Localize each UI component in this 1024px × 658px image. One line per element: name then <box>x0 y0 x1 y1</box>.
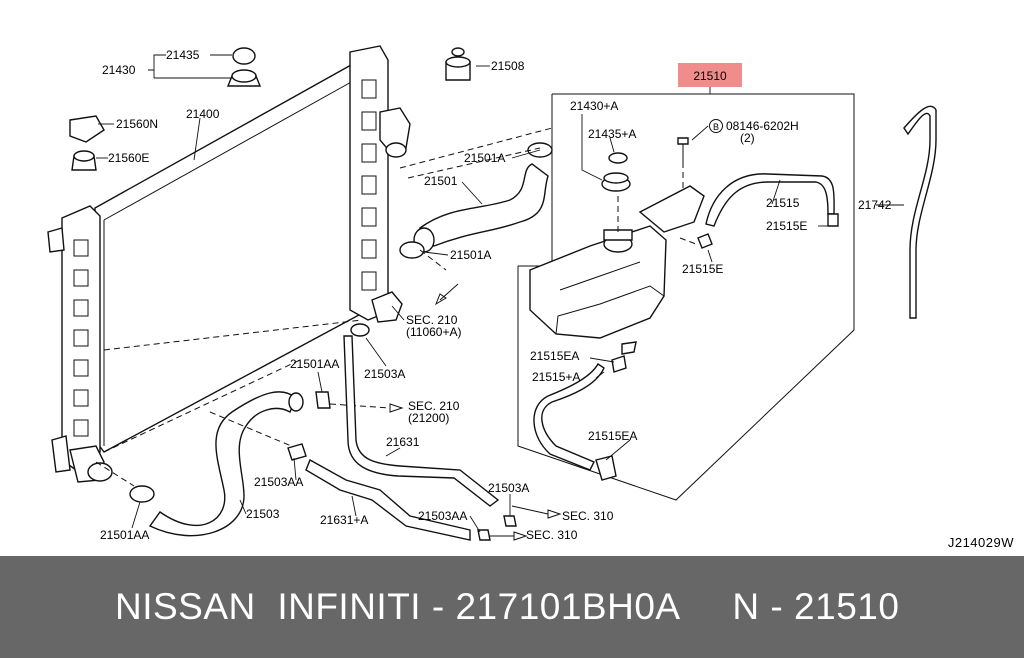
highlighted-part-marker <box>678 63 742 87</box>
label-21515ea-lower: 21515EA <box>588 429 637 443</box>
upper-hose <box>399 127 553 306</box>
diagram-code: J214029W <box>948 535 1014 550</box>
label-sec310-b: SEC. 310 <box>526 528 578 542</box>
bolt-symbol-circle <box>709 119 723 133</box>
label-21430: 21430 <box>102 63 136 77</box>
label-sec210-a: SEC. 210 <box>406 313 458 327</box>
label-21501aa-lower: 21501AA <box>100 528 149 542</box>
label-21560n: 21560N <box>116 117 158 131</box>
label-21400: 21400 <box>186 107 220 121</box>
label-21560e: 21560E <box>108 151 149 165</box>
label-sec310-a: SEC. 310 <box>562 509 614 523</box>
label-21515ea-upper: 21515EA <box>530 349 579 363</box>
hose-21742 <box>903 105 937 319</box>
reservoir-assembly <box>517 63 855 501</box>
label-21508: 21508 <box>491 59 525 73</box>
label-21503aa-right: 21503AA <box>418 509 467 523</box>
label-21631: 21631 <box>386 435 420 449</box>
overflow-pipes <box>287 323 562 541</box>
label-21435: 21435 <box>166 48 200 62</box>
label-21515: 21515 <box>766 196 800 210</box>
label-21515e-right: 21515E <box>766 219 807 233</box>
leader-lines <box>96 54 904 533</box>
radiator <box>47 45 471 483</box>
lower-hose <box>95 391 404 537</box>
label-21515a: 21515+A <box>532 370 580 384</box>
label-08146-6202h: 08146-6202H <box>726 119 799 133</box>
label-21510: 21510 <box>693 69 727 83</box>
label-21503a-upper: 21503A <box>364 367 405 381</box>
label-21501: 21501 <box>424 174 458 188</box>
label-08146-qty: (2) <box>740 131 755 145</box>
bolt-symbol: B <box>713 122 719 132</box>
label-21503: 21503 <box>246 507 280 521</box>
label-21631a: 21631+A <box>320 513 368 527</box>
label-21501a-lower: 21501A <box>450 248 491 262</box>
label-21515e-left: 21515E <box>682 262 723 276</box>
part-labels: 21435 21430 21508 21400 21560N 21560E 21… <box>100 48 1014 550</box>
label-21742: 21742 <box>858 198 892 212</box>
part-number-footer: NISSAN INFINITI - 217101BH0A N - 21510 <box>0 556 1024 658</box>
label-21430a: 21430+A <box>570 99 618 113</box>
parts-diagram: 21435 21430 21508 21400 21560N 21560E 21… <box>47 45 1014 550</box>
label-sec210-b: SEC. 210 <box>408 399 460 413</box>
label-sec210-a-sub: (11060+A) <box>406 325 461 339</box>
label-sec210-b-sub: (21200) <box>408 411 449 425</box>
label-21501a-upper: 21501A <box>464 151 505 165</box>
label-21501aa-upper: 21501AA <box>290 357 339 371</box>
label-21503aa-left: 21503AA <box>254 475 303 489</box>
label-21503a-lower: 21503A <box>488 481 529 495</box>
label-21435a: 21435+A <box>588 127 636 141</box>
